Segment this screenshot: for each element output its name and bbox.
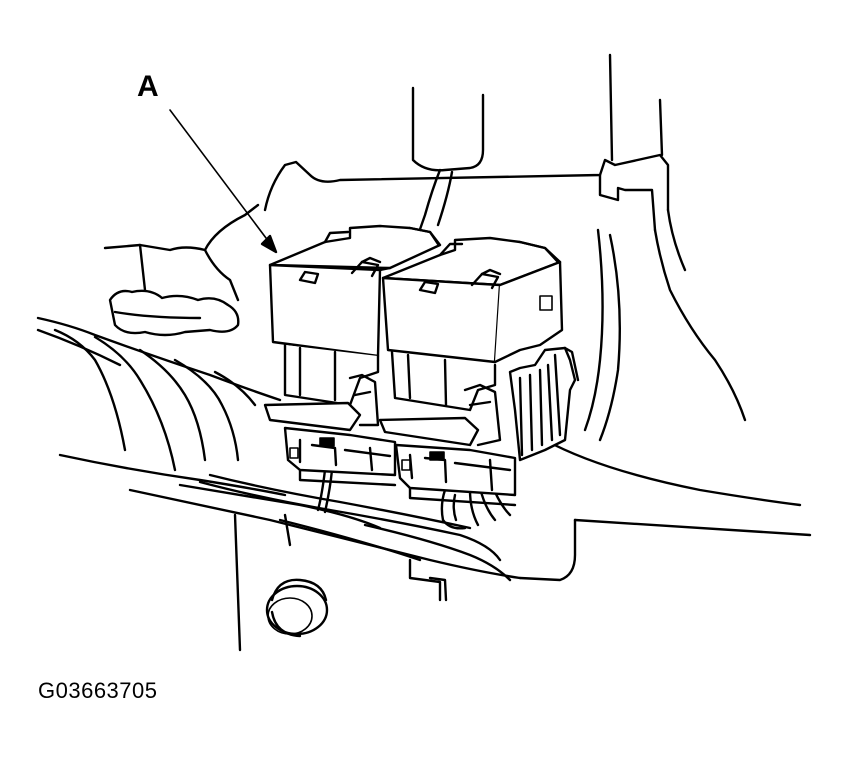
relay-icon [263, 224, 442, 487]
upper-bracket [411, 86, 485, 237]
wiring-harness [198, 468, 512, 562]
figure-id: G03663705 [38, 678, 158, 703]
left-duct [36, 289, 287, 497]
bolt-icon [265, 578, 329, 638]
mounting-plate [128, 438, 812, 652]
relay-icon [378, 236, 580, 507]
callout-label-a: A [137, 70, 159, 103]
callout-leader [169, 109, 278, 254]
